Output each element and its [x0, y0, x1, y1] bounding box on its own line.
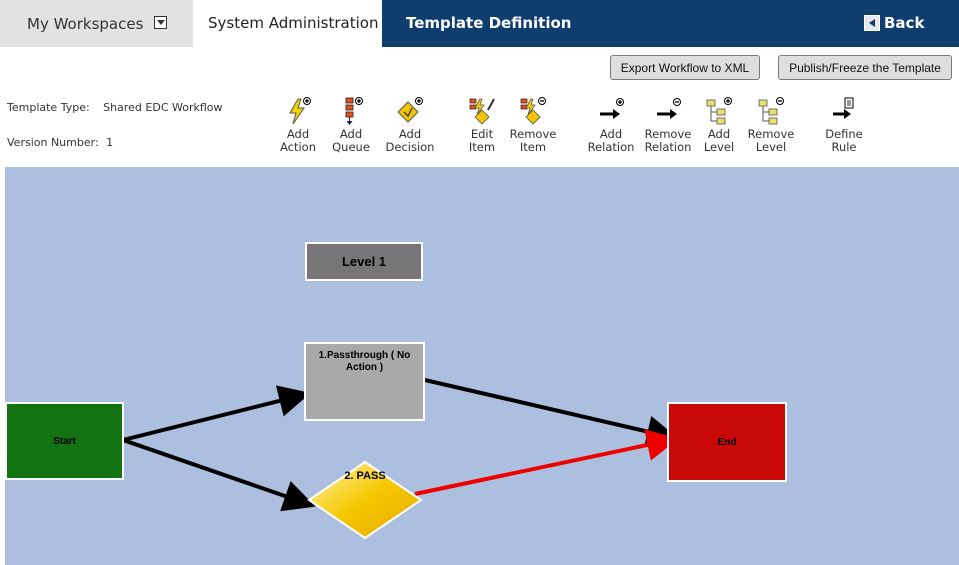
add-relation-icon: [600, 98, 624, 119]
add-queue-icon: [345, 97, 363, 125]
add-relation-button[interactable]: Add Relation: [581, 96, 641, 154]
remove-relation-icon: [657, 98, 681, 119]
back-arrow-icon: [864, 15, 880, 31]
relation-lines: [122, 378, 679, 512]
edit-item-icon: [469, 98, 495, 125]
remove-item-button[interactable]: Remove Item: [503, 96, 563, 154]
add-decision-icon: [397, 97, 423, 123]
template-type-row: Template Type: Shared EDC Workflow: [7, 101, 223, 114]
define-rule-icon: [833, 97, 854, 119]
add-action-button[interactable]: Add Action: [268, 96, 328, 154]
add-decision-button[interactable]: Add Decision: [380, 96, 440, 154]
dropdown-arrow-icon[interactable]: [154, 16, 167, 29]
add-queue-label: Add Queue: [332, 127, 370, 154]
add-relation-label: Add Relation: [587, 127, 635, 154]
define-rule-button[interactable]: Define Rule: [814, 96, 874, 154]
template-type-value: Shared EDC Workflow: [103, 101, 223, 114]
add-action-icon: [289, 97, 311, 125]
remove-item-label: Remove Item: [509, 127, 557, 154]
start-node[interactable]: Start: [5, 402, 124, 480]
add-level-button[interactable]: Add Level: [689, 96, 749, 154]
tab-system-administration-label: System Administration: [208, 14, 379, 32]
back-button[interactable]: Back: [864, 14, 924, 32]
relation-pass-to-end-fail[interactable]: [414, 429, 679, 496]
version-number-value: 1: [106, 136, 114, 149]
publish-template-button[interactable]: Publish/Freeze the Template: [778, 55, 952, 80]
edit-item-label: Edit Item: [468, 127, 496, 154]
tab-my-workspaces[interactable]: My Workspaces: [0, 0, 193, 47]
remove-relation-button[interactable]: Remove Relation: [638, 96, 698, 154]
relation-passthrough-to-end[interactable]: [424, 378, 679, 448]
tab-my-workspaces-label: My Workspaces: [27, 15, 144, 33]
remove-relation-label: Remove Relation: [644, 127, 692, 154]
version-number-row: Version Number: 1: [7, 136, 113, 149]
end-node[interactable]: End: [667, 402, 787, 482]
top-nav-bar: My Workspaces System Administration Temp…: [0, 0, 959, 47]
decision-node-label: 2. PASS: [344, 470, 386, 482]
define-rule-label: Define Rule: [825, 127, 863, 154]
relation-start-to-pass[interactable]: [122, 438, 316, 512]
remove-level-button[interactable]: Remove Level: [741, 96, 801, 154]
add-queue-button[interactable]: Add Queue: [321, 96, 381, 154]
add-level-icon: [706, 97, 732, 125]
action-node-passthrough[interactable]: 1.Passthrough ( No Action ): [304, 342, 425, 421]
tab-system-administration[interactable]: System Administration: [193, 0, 382, 47]
remove-item-icon: [520, 97, 546, 125]
relation-start-to-passthrough[interactable]: [122, 385, 311, 442]
add-level-label: Add Level: [703, 127, 735, 154]
add-decision-label: Add Decision: [385, 127, 435, 154]
remove-level-label: Remove Level: [747, 127, 795, 154]
edit-item-button[interactable]: Edit Item: [452, 96, 512, 154]
workflow-canvas[interactable]: Level 1 1.Passthrough ( No Action ) Star…: [5, 167, 959, 565]
export-xml-button[interactable]: Export Workflow to XML: [610, 55, 760, 80]
add-action-label: Add Action: [279, 127, 317, 154]
remove-level-icon: [758, 97, 784, 125]
template-type-label: Template Type:: [7, 101, 90, 114]
decision-diamond-shape: [307, 460, 423, 540]
page-title: Template Definition: [406, 14, 572, 32]
level-1-header[interactable]: Level 1: [305, 242, 423, 281]
decision-node-pass[interactable]: 2. PASS: [306, 456, 424, 544]
back-label: Back: [884, 14, 925, 32]
version-number-label: Version Number:: [7, 136, 99, 149]
